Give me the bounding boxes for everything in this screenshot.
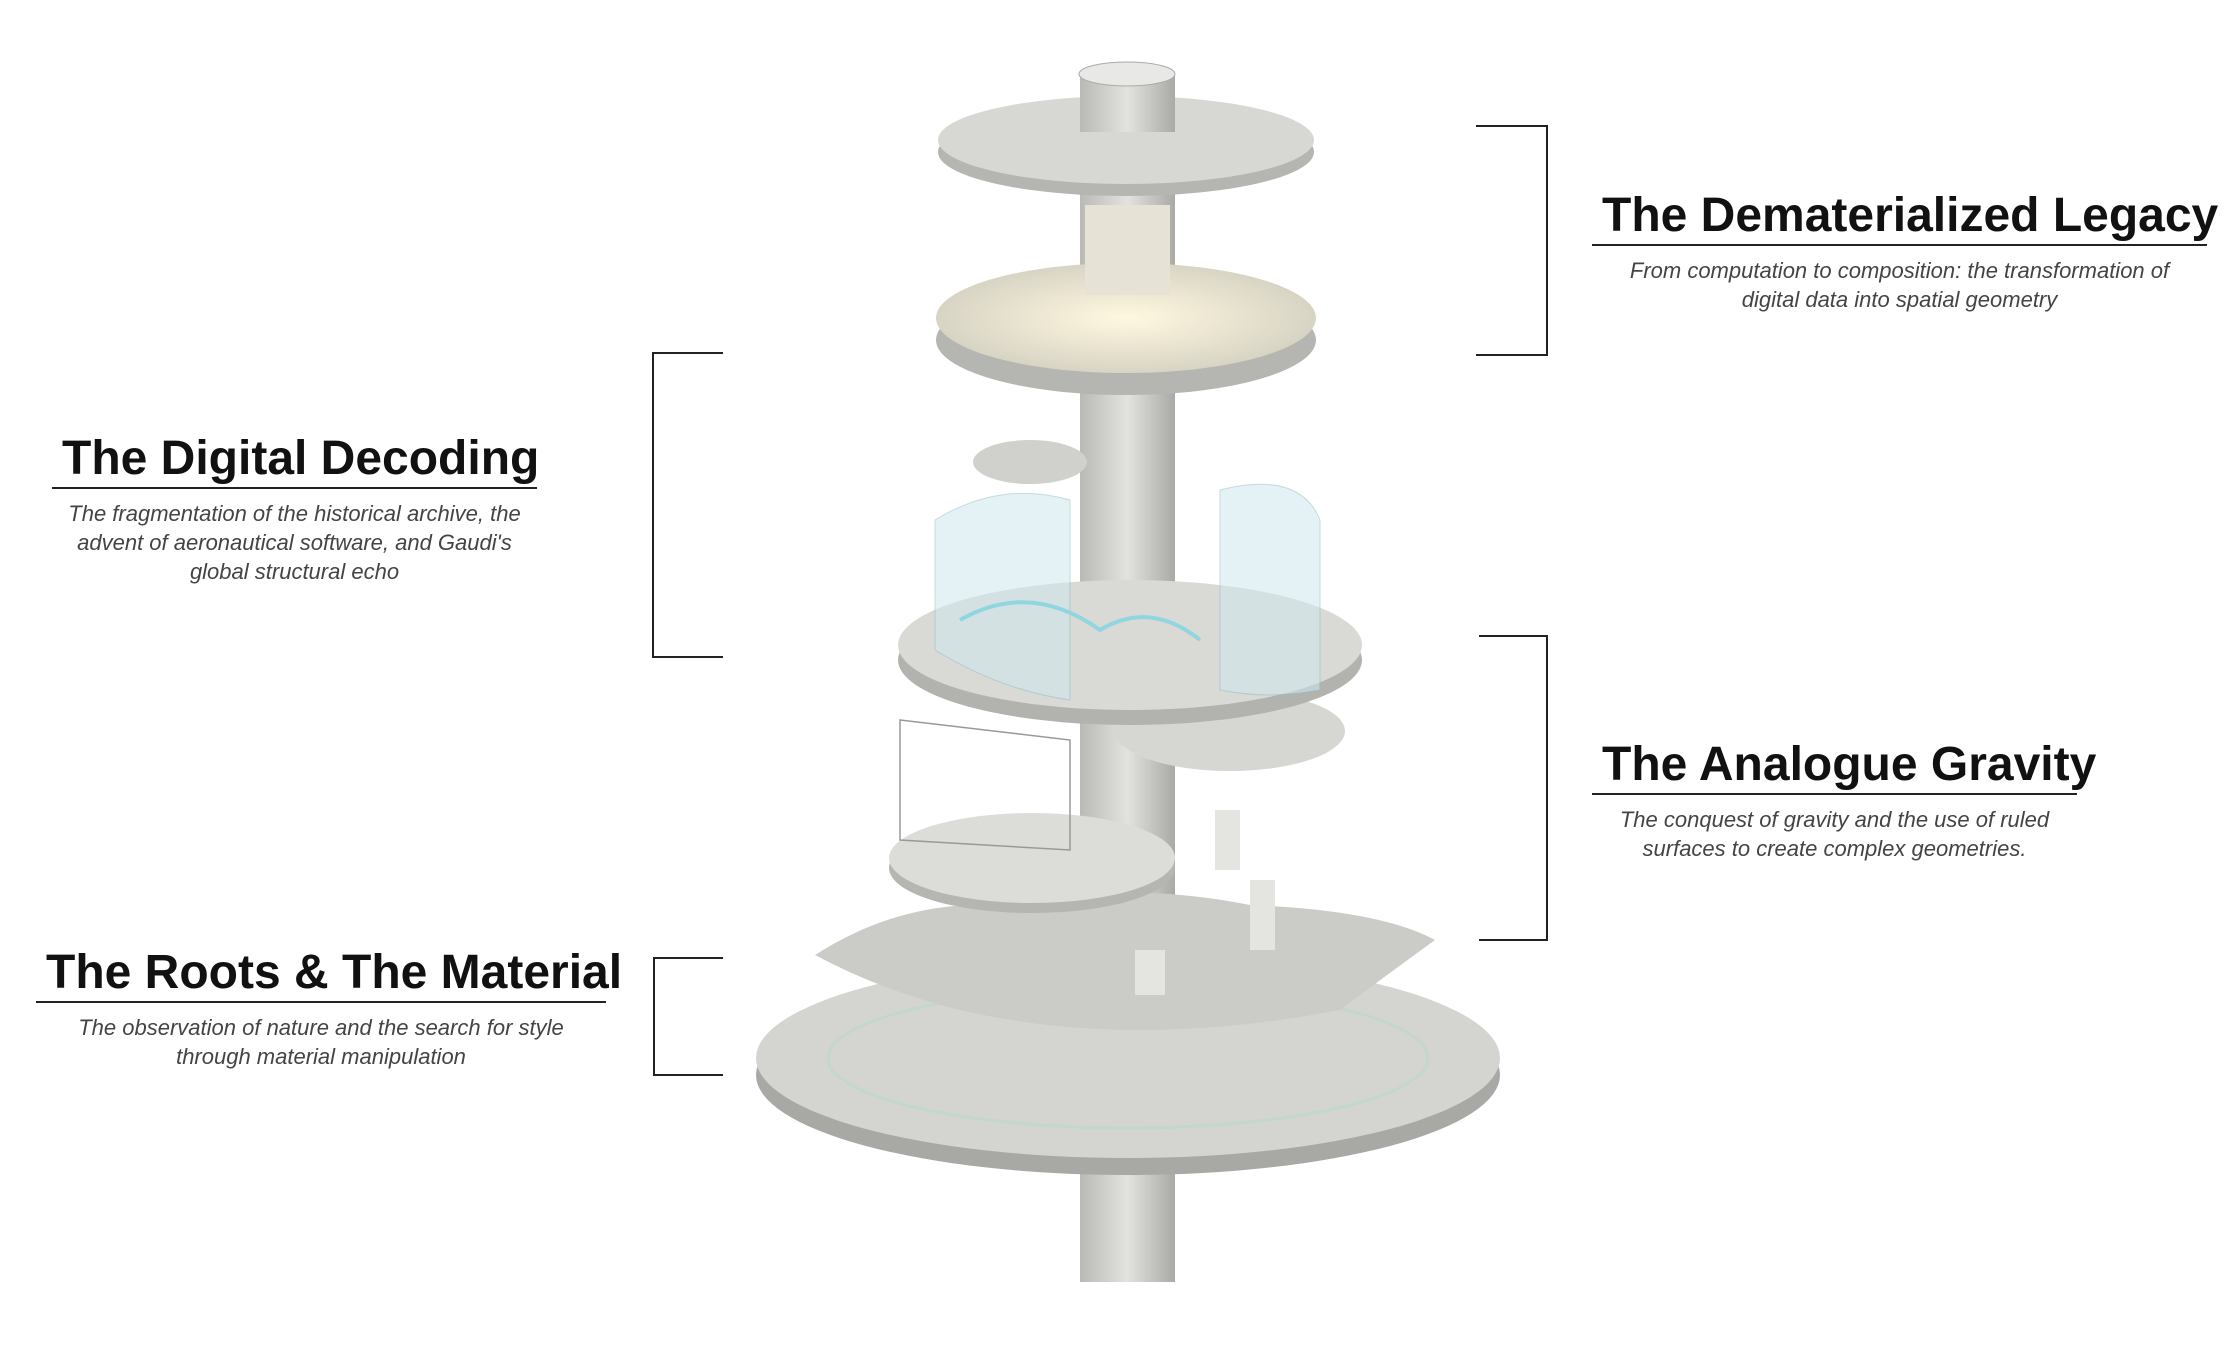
section-subtitle: From computation to composition: the tra…	[1629, 258, 2170, 312]
section-title: The Roots & The Material	[36, 945, 622, 1003]
section-title: The Dematerialized Legacy	[1592, 188, 2218, 246]
bracket-roots	[653, 957, 723, 1076]
plate-digital	[898, 440, 1362, 725]
plate-analogue-lower	[815, 810, 1435, 1030]
section-title: The Digital Decoding	[52, 431, 539, 489]
bracket-analogue	[1479, 635, 1548, 941]
section-subtitle: The observation of nature and the search…	[78, 1015, 564, 1069]
section-digital: The Digital Decoding The fragmentation o…	[52, 431, 539, 586]
plate-top	[938, 61, 1314, 196]
section-analogue: The Analogue Gravity The conquest of gra…	[1592, 737, 2096, 863]
section-legacy: The Dematerialized Legacy From computati…	[1592, 188, 2218, 314]
bracket-digital	[652, 352, 723, 658]
plate-analogue-upper	[889, 719, 1175, 913]
section-title: The Analogue Gravity	[1592, 737, 2096, 795]
plate-legacy	[936, 205, 1316, 395]
section-subtitle: The fragmentation of the historical arch…	[68, 501, 521, 584]
section-roots: The Roots & The Material The observation…	[36, 945, 622, 1071]
bracket-legacy	[1476, 125, 1548, 356]
section-subtitle: The conquest of gravity and the use of r…	[1619, 807, 2050, 861]
